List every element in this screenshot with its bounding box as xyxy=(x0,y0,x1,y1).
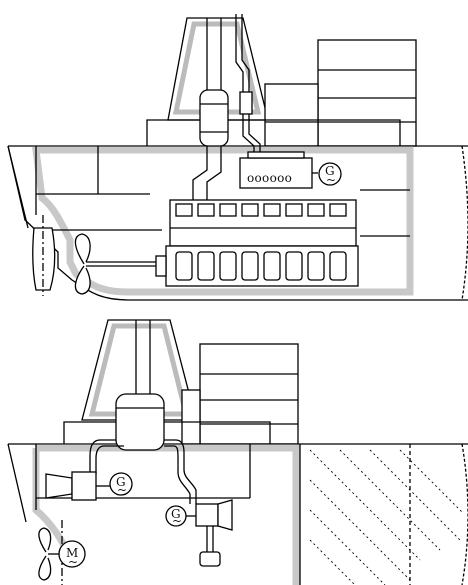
bridge-deck xyxy=(317,39,417,147)
engine-room-lining xyxy=(32,146,414,296)
main-engine-block xyxy=(165,245,359,287)
propulsion-motor-ac-label: ~ xyxy=(68,555,78,569)
diesel-engine-upper xyxy=(45,473,73,499)
aux-generator-label: G xyxy=(325,164,335,178)
diesel-electric-drive-diagram xyxy=(7,319,468,585)
aux-diesel-engine xyxy=(239,157,313,189)
hull xyxy=(7,443,468,523)
main-exhaust-silencer xyxy=(199,89,229,147)
generator-lower-label: G xyxy=(171,507,181,521)
thrust-block xyxy=(155,255,167,277)
crankcase-doors xyxy=(175,251,347,281)
bridge-deck xyxy=(199,343,299,445)
hull xyxy=(7,145,468,301)
propeller-icon xyxy=(38,527,52,581)
generator-lower-ac-label: ~ xyxy=(172,514,182,528)
stern-right-edge xyxy=(461,443,468,585)
exhaust-silencer xyxy=(115,393,165,451)
casing xyxy=(146,119,401,146)
main-exhaust-pipe xyxy=(206,18,222,90)
rudder xyxy=(32,227,56,291)
propulsion-motor-label: M xyxy=(66,546,78,560)
aux-engine-cylinders-label: oooooo xyxy=(247,171,292,185)
funnel-inner-lining xyxy=(172,21,262,115)
aux-generator-ac-label: ~ xyxy=(326,173,336,187)
propeller-icon xyxy=(74,233,91,295)
diesel-engine-lower xyxy=(217,499,233,531)
casing xyxy=(63,421,271,444)
diesel-mechanical-drive-diagram xyxy=(7,14,468,301)
generator-upper-ac-label: ~ xyxy=(117,483,127,497)
cylinder-covers xyxy=(175,203,347,217)
aux-generator-icon xyxy=(318,162,342,186)
cargo-hold-hatching xyxy=(309,449,463,585)
stern-right-edge xyxy=(461,145,468,301)
deckhouse xyxy=(264,83,319,147)
aux-exhaust-pipe xyxy=(235,14,250,92)
generator-lower-icon xyxy=(165,505,187,527)
fuel-tank xyxy=(199,551,221,567)
generator-upper-icon xyxy=(109,472,133,496)
generator-upper-label: G xyxy=(116,475,126,489)
aux-exhaust-silencer xyxy=(239,91,253,115)
